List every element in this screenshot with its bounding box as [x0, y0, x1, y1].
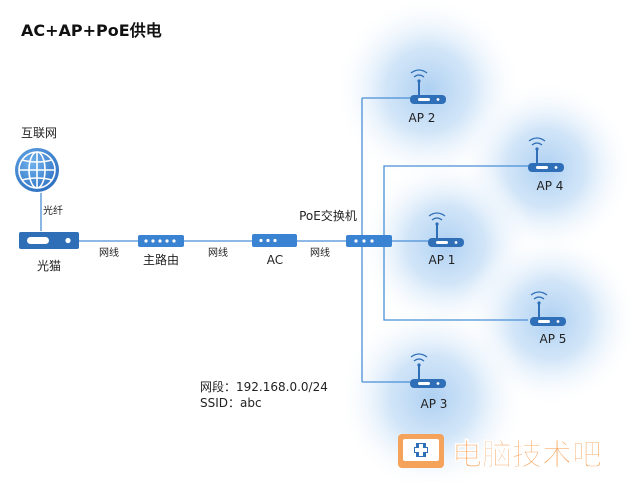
computer-medical-logo-icon — [398, 434, 444, 468]
watermark-text: 电脑技术吧 — [452, 438, 602, 473]
ac-controller-icon — [252, 234, 297, 247]
diagram-title: AC+AP+PoE供电 — [21, 21, 162, 40]
ap-node: AP 2 — [409, 69, 446, 125]
ap-node: AP 3 — [410, 353, 448, 411]
network-segment-text: 网段：192.168.0.0/24 — [200, 379, 328, 394]
ac-label: AC — [267, 253, 283, 267]
access-point-icon — [428, 212, 464, 247]
ap-node: AP 4 — [528, 137, 564, 193]
access-point-icon — [528, 137, 564, 172]
switch-icon — [346, 235, 392, 247]
internet-label: 互联网 — [21, 126, 57, 140]
main-router-label: 主路由 — [143, 252, 179, 267]
ap-node: AP 5 — [530, 291, 567, 346]
ap-label: AP 3 — [421, 397, 448, 411]
ap-label: AP 5 — [540, 332, 567, 346]
modem-node: 光猫 — [19, 232, 79, 273]
cable-label-2: 网线 — [208, 246, 228, 259]
cable-label-3: 网线 — [310, 246, 330, 259]
globe-icon — [15, 148, 59, 192]
cable-label-1: 网线 — [99, 246, 119, 259]
access-point-icon — [410, 69, 446, 104]
ap-node: AP 1 — [428, 212, 464, 267]
internet-node: 互联网 — [15, 126, 59, 192]
access-points: AP 2 AP 4 AP — [409, 69, 567, 411]
ap-label: AP 2 — [409, 111, 436, 125]
access-point-icon — [410, 353, 446, 388]
coverage-ap3 — [337, 303, 527, 482]
poe-switch-node: PoE交换机 — [299, 208, 392, 247]
ap-label: AP 1 — [429, 253, 456, 267]
watermark: 电脑技术吧 — [398, 434, 602, 473]
access-point-icon — [530, 291, 566, 326]
poe-switch-label: PoE交换机 — [299, 208, 357, 223]
router-icon — [138, 235, 184, 247]
ac-node: AC — [252, 234, 297, 267]
network-info: 网段：192.168.0.0/24 SSID：abc — [200, 379, 328, 410]
ssid-text: SSID：abc — [200, 396, 262, 410]
link-ap4 — [383, 165, 528, 241]
modem-icon — [19, 232, 79, 249]
ap-label: AP 4 — [537, 179, 564, 193]
main-router-node: 主路由 — [138, 235, 184, 267]
modem-label: 光猫 — [37, 259, 61, 273]
fiber-label: 光纤 — [43, 204, 63, 217]
link-ap5 — [383, 241, 528, 321]
